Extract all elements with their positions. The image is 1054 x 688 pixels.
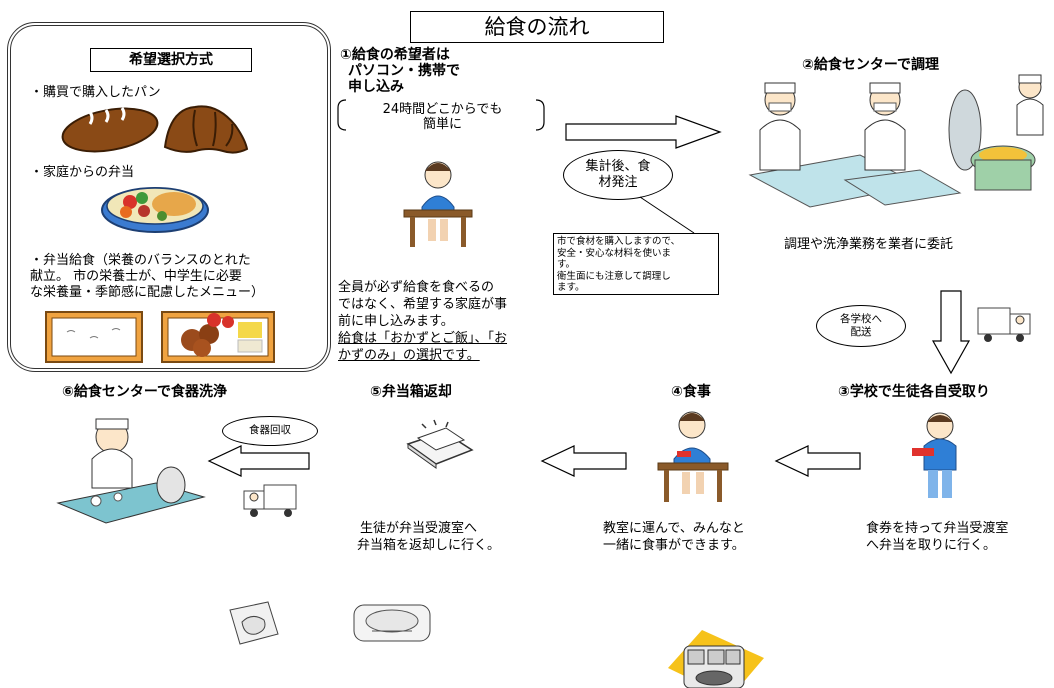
step5-title: ⑤弁当箱返却 <box>370 384 452 400</box>
bread-illustration <box>61 105 249 154</box>
delivery-truck-illustration <box>977 307 1031 342</box>
step1-desc-1: 全員が必ず給食を食べるの <box>338 280 495 295</box>
lunch-bento-desc-1: ・弁当給食（栄養のバランスのとれた <box>30 253 251 268</box>
home-bento-illustration <box>101 187 209 233</box>
step3-caption-1: 食券を持って弁当受渡室 <box>866 521 1009 536</box>
return-bubble-text: 食器回収 <box>249 424 291 437</box>
step1-desc-2: ではなく、希望する家庭が事 <box>338 297 508 312</box>
lunch-bento-desc-3: な栄養量・季節感に配慮したメニュー） <box>30 285 265 300</box>
tray-meal-illustration <box>668 630 764 688</box>
order-bubble-line-2: 材発注 <box>598 175 638 190</box>
step1-desc-5: かずのみ」の選択です。 <box>338 348 480 363</box>
student-eating-illustration <box>657 411 729 502</box>
bracket-frame <box>337 99 545 131</box>
step4-caption-1: 教室に運んで、みんなと <box>603 521 745 536</box>
step1-title-1: ①給食の希望者は <box>340 47 450 63</box>
order-note-line-5: ます。 <box>557 282 585 293</box>
arrow-down-icon <box>931 290 971 375</box>
lunch-bento-illustration <box>45 311 275 363</box>
bread-option-label: ・購買で購入したパン <box>30 85 161 100</box>
page-title: 給食の流れ <box>410 11 664 43</box>
step1-desc-3: 前に申し込みます。 <box>338 314 454 329</box>
order-note: 市で食材を購入しますので、 安全・安心な材料を使いま す。 衛生面にも注意して調… <box>553 233 719 295</box>
delivery-bubble-line-1: 各学校へ <box>840 313 882 325</box>
kitchen-cooking-illustration <box>748 74 1044 208</box>
step1-title-3: 申し込み <box>348 79 404 95</box>
order-bubble: 集計後、食 材発注 <box>563 150 673 200</box>
note-pointer <box>639 196 695 234</box>
step3-title: ③学校で生徒各自受取り <box>838 384 990 400</box>
step3-caption-2: へ弁当を取りに行く。 <box>866 538 997 553</box>
delivery-bubble: 各学校へ 配送 <box>816 305 906 347</box>
bracket-text-1: 24時間どこからでも <box>382 102 503 117</box>
lunch-bento-desc-2: 献立。 市の栄養士が、中学生に必要 <box>30 269 242 284</box>
step1-title-2: パソコン・携帯で <box>348 63 460 79</box>
return-truck-illustration <box>243 484 297 517</box>
order-bubble-line-1: 集計後、食 <box>585 159 651 174</box>
arrow-left-icon-5 <box>207 445 310 477</box>
order-note-line-4: 衛生面にも注意して調理し <box>557 270 671 282</box>
step4-caption-2: 一緒に食事ができます。 <box>603 538 745 553</box>
step4-title: ④食事 <box>671 384 711 400</box>
step2-caption: 調理や洗浄業務を業者に委託 <box>784 237 954 252</box>
delivery-bubble-line-2: 配送 <box>850 326 872 338</box>
step1-desc-4: 給食は「おかずとご飯」、「お <box>338 331 508 346</box>
bracket-text-2: 簡単に <box>422 117 462 132</box>
order-note-line-2: 安全・安心な材料を使いま <box>557 247 672 259</box>
choice-method-heading: 希望選択方式 <box>90 48 252 72</box>
returned-lunchbox-illustration <box>406 419 474 469</box>
student-receiving-illustration <box>912 412 957 498</box>
dishwashing-illustration <box>56 418 206 524</box>
order-note-line-3: す。 <box>557 259 576 270</box>
home-bento-label: ・家庭からの弁当 <box>30 165 135 180</box>
step2-title: ②給食センターで調理 <box>802 57 940 73</box>
arrow-right-icon <box>565 115 722 149</box>
order-note-line-1: 市で食材を購入しますので、 <box>557 236 681 247</box>
step5-caption-1: 生徒が弁当受渡室へ <box>360 521 478 536</box>
return-bubble: 食器回収 <box>222 416 318 446</box>
packaged-bread-illustration <box>229 601 279 645</box>
arrow-left-icon-4 <box>540 445 627 477</box>
choice-method-panel <box>7 22 331 372</box>
student-ordering-illustration <box>403 161 473 247</box>
step6-title: ⑥給食センターで食器洗浄 <box>62 384 228 400</box>
step5-caption-2: 弁当箱を返却しに行く。 <box>357 538 501 553</box>
packaged-rice-illustration <box>353 604 431 642</box>
arrow-left-icon-3 <box>774 445 861 477</box>
